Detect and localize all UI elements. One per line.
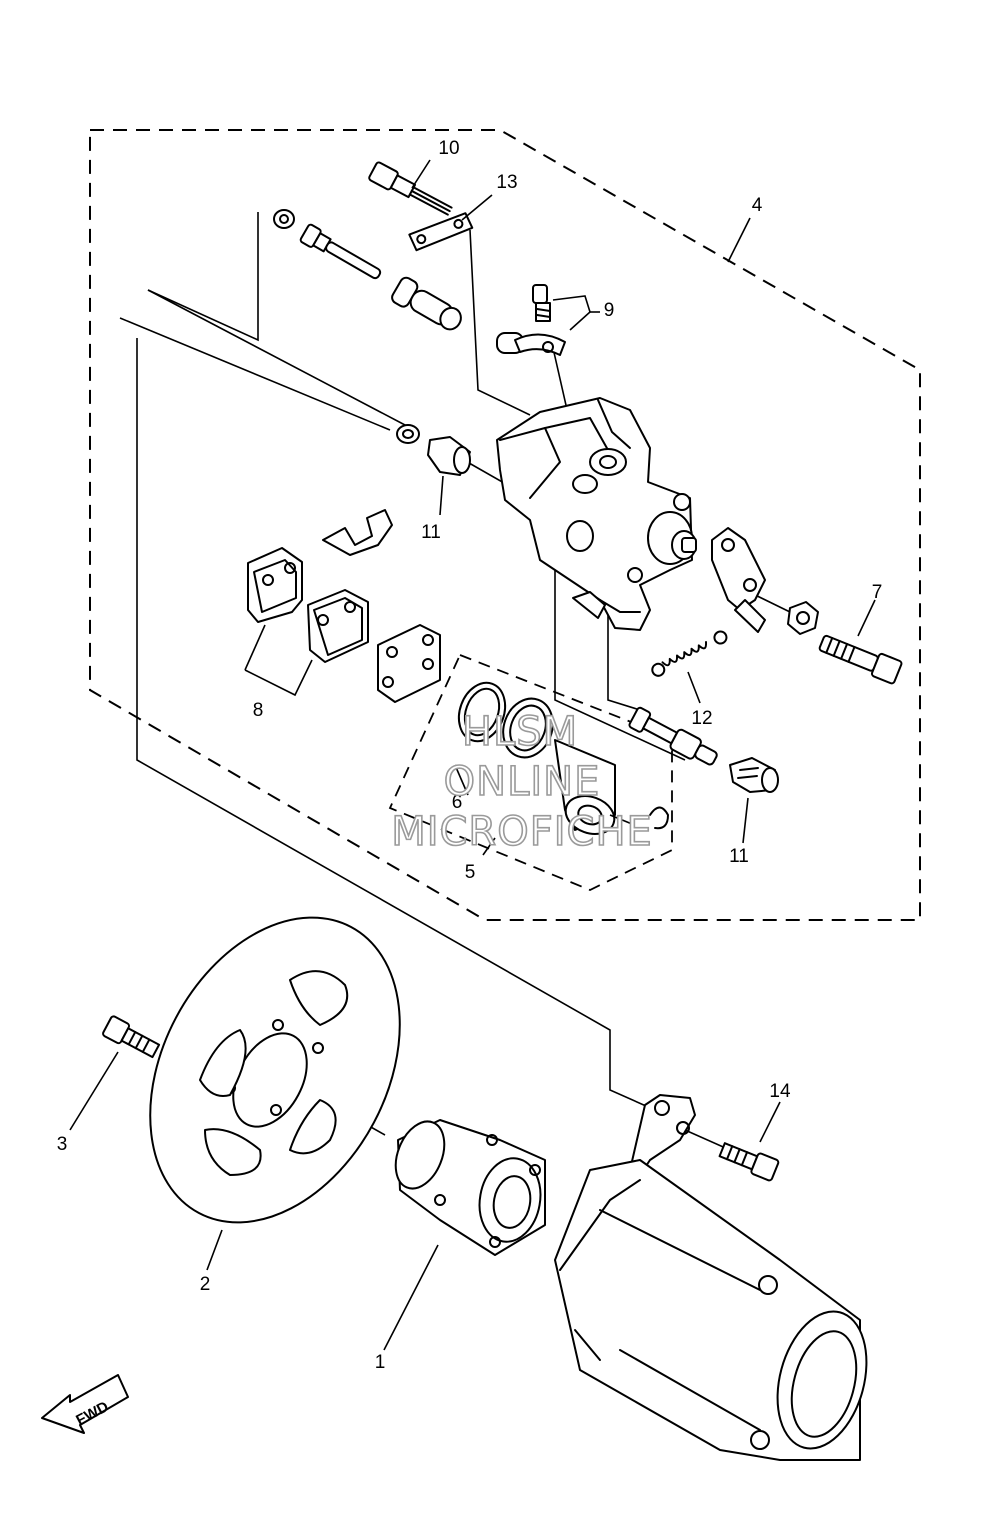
- label-1: 1: [375, 1352, 386, 1373]
- bolt-part-14: [718, 1142, 780, 1182]
- bolt-part-10: [368, 161, 453, 216]
- label-14: 14: [769, 1081, 791, 1102]
- pin-boot: [391, 276, 462, 331]
- label-13: 13: [496, 172, 517, 193]
- label-11-upper: 11: [421, 522, 441, 543]
- pad-shim: [377, 624, 441, 703]
- caliper-body: [496, 397, 697, 631]
- pin-boot-part-11-upper: [396, 424, 471, 476]
- axle-housing: [554, 1094, 868, 1461]
- caliper-assembly-boundary: [89, 129, 921, 921]
- disc-hub-part-1: [394, 1119, 546, 1256]
- watermark: HLSM ONLINE MICROFICHE: [390, 708, 653, 856]
- part-labels: 1 2 3 4 5 6 7 8 9 10 11 11 12 13 14: [57, 138, 883, 1373]
- forward-direction-arrow: FWD: [41, 1374, 129, 1434]
- slide-pin: [299, 223, 382, 280]
- label-5: 5: [465, 862, 476, 883]
- label-10: 10: [438, 138, 459, 159]
- leader-4: [727, 217, 751, 263]
- pad-retainer-part-13: [408, 212, 474, 252]
- label-9: 9: [604, 300, 615, 321]
- bleed-cap: [496, 332, 566, 356]
- piston-seals-part-6: [457, 681, 554, 759]
- label-12: 12: [691, 708, 712, 729]
- watermark-line-2: ONLINE: [444, 759, 601, 805]
- watermark-line-1: HLSM: [462, 709, 578, 755]
- label-8: 8: [253, 700, 264, 721]
- nut: [787, 601, 819, 635]
- bolt-part-7: [818, 634, 903, 685]
- circlip: [649, 806, 669, 830]
- brake-disc-part-2: [149, 916, 401, 1224]
- piston: [554, 739, 633, 835]
- washer: [273, 209, 295, 229]
- brake-pads-part-8: [247, 547, 369, 663]
- label-2: 2: [200, 1274, 211, 1295]
- bleed-screw-part-9: [532, 284, 551, 322]
- spring-part-12: [651, 630, 728, 677]
- label-4: 4: [752, 195, 763, 216]
- adjuster-lever: [711, 527, 766, 633]
- label-3: 3: [57, 1134, 68, 1155]
- pin-boot-part-11-lower: [729, 757, 779, 793]
- watermark-line-3: MICROFICHE: [391, 809, 653, 855]
- pad-spring: [322, 509, 393, 556]
- label-11-lower: 11: [729, 846, 749, 867]
- label-7: 7: [872, 582, 883, 603]
- label-6: 6: [452, 792, 463, 813]
- disc-bolt-part-3: [102, 1015, 161, 1059]
- slide-pin-lower: [628, 706, 718, 766]
